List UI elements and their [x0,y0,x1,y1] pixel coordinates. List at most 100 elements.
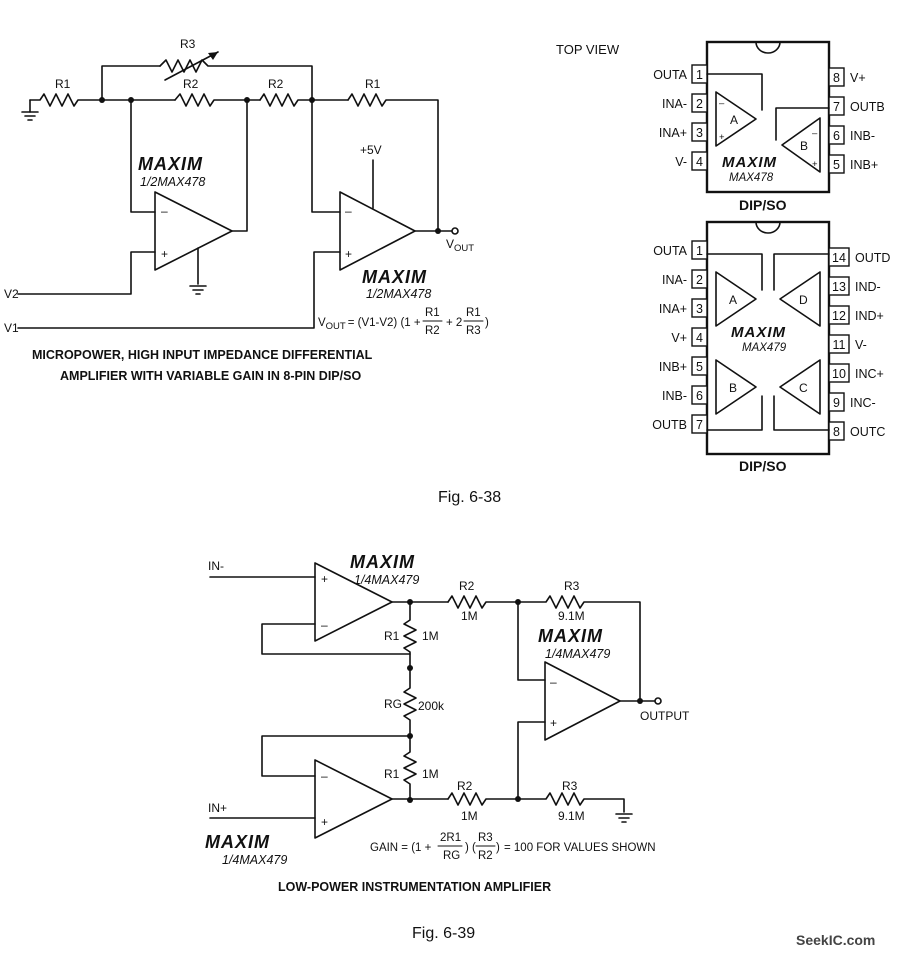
resistor-rg [403,667,417,737]
op-amp-2 [339,191,416,271]
part-label-top-amp: 1/4MAX479 [354,573,419,587]
maxim-logo-output-amp: MAXIM [538,626,603,646]
fig39-instrumentation-amplifier: + – – + – + [205,552,690,894]
svg-text:A: A [730,113,738,127]
resistor-r2-bottom [447,792,519,806]
op-amp-output [544,661,621,741]
svg-text:+: + [161,247,168,261]
value-r3-bottom: 9.1M [558,809,585,823]
maxim-logo-top-amp: MAXIM [350,552,415,572]
figure-caption-6-38: Fig. 6-38 [438,489,501,506]
svg-text:B: B [729,381,737,395]
max478-pin-name: INA+ [659,126,687,140]
watermark: SeekIC.com [796,932,875,948]
op-amp-1 [154,191,233,271]
max478-pin-name: OUTA [653,68,687,82]
figure-caption-6-39: Fig. 6-39 [412,925,475,942]
max479-pin-name: IND+ [855,309,884,323]
svg-text:–: – [345,204,352,218]
part-label-amp1: 1/2MAX478 [140,175,205,189]
label-r2-second: R2 [268,77,284,91]
max479-amp-d [779,271,821,327]
svg-text:5: 5 [696,360,703,374]
package-label-max478: DIP/SO [739,197,787,213]
max478-amp-b [781,117,821,173]
resistor-r3-top [517,595,641,703]
max479-pin-name: INC+ [855,367,884,381]
svg-text:RG: RG [443,850,460,862]
svg-text:8: 8 [833,425,840,439]
svg-text:–: – [321,618,328,632]
max478-amp-a [715,91,757,147]
svg-text:): ) [496,842,500,854]
label-in-plus: IN+ [208,801,227,815]
part-label-max478: MAX478 [729,172,774,184]
svg-text:+: + [321,815,328,829]
fig38-differential-amplifier: – + – + R1 R3 R2 R2 R1 +5V V2 V1 VOUT MA… [4,37,489,383]
svg-text:R2: R2 [425,325,440,337]
part-label-bottom-amp: 1/4MAX479 [222,853,287,867]
max479-pin-12: 12 IND+ [828,305,884,325]
svg-text:2: 2 [696,273,703,287]
op-amp-bottom [314,759,393,839]
svg-text:VOUT= (V1-V2) (1 +: VOUT= (V1-V2) (1 + [318,317,421,332]
svg-text:–: – [161,204,168,218]
max479-pin-name: INB- [662,389,687,403]
max479-pin-name: OUTC [850,425,885,439]
svg-text:–: – [719,98,725,109]
top-view-label: TOP VIEW [556,42,620,57]
resistor-r3 [159,59,313,101]
gain-formula-fig39: GAIN = (1 + 2R1 RG ) ( R3 R2 ) = 100 FOR… [370,832,656,862]
label-r3-bottom: R3 [562,779,578,793]
resistor-r1-bottom [403,735,417,801]
label-r3-top: R3 [564,579,580,593]
max478-pin-name: INA- [662,97,687,111]
maxim-logo-amp1: MAXIM [138,154,203,174]
max478-package-body [705,40,831,194]
max479-pin-6: 6 INB- [662,385,708,405]
circuit-title-fig39: LOW-POWER INSTRUMENTATION AMPLIFIER [278,880,551,894]
label-output: OUTPUT [640,709,690,723]
svg-text:8: 8 [833,71,840,85]
label-r2-top: R2 [459,579,475,593]
maxim-logo-max479: MAXIM [731,324,786,341]
label-r1-bottom: R1 [384,767,400,781]
svg-text:): ) [485,317,489,329]
svg-text:2: 2 [696,97,703,111]
max478-pin-name: OUTB [850,100,885,114]
svg-text:R1: R1 [466,307,481,319]
maxim-logo-max478: MAXIM [722,154,777,171]
label-vout: VOUT [446,237,474,254]
svg-text:+: + [550,716,557,730]
svg-text:R3: R3 [478,832,493,844]
value-rg: 200k [418,699,445,713]
svg-text:C: C [799,381,808,395]
resistor-r2-first [174,93,261,107]
svg-text:1: 1 [696,244,703,258]
svg-text:6: 6 [696,389,703,403]
svg-text:+: + [719,132,725,143]
max479-pin-name: INA+ [659,302,687,316]
svg-text:–: – [550,675,557,689]
part-label-amp2: 1/2MAX478 [366,287,431,301]
max479-pin-name: INA- [662,273,687,287]
max479-pin-name: INC- [850,396,876,410]
circuit-title-fig38-line2: AMPLIFIER WITH VARIABLE GAIN IN 8-PIN DI… [60,369,361,383]
max478-pin-2: 2 INA- [662,93,708,113]
resistor-r1-left [29,93,103,107]
svg-text:12: 12 [832,309,846,323]
resistor-r2-second [259,93,349,107]
max479-pin-2: 2 INA- [662,269,708,289]
svg-text:= 100 FOR VALUES SHOWN: = 100 FOR VALUES SHOWN [504,842,656,854]
svg-text:R2: R2 [478,850,493,862]
